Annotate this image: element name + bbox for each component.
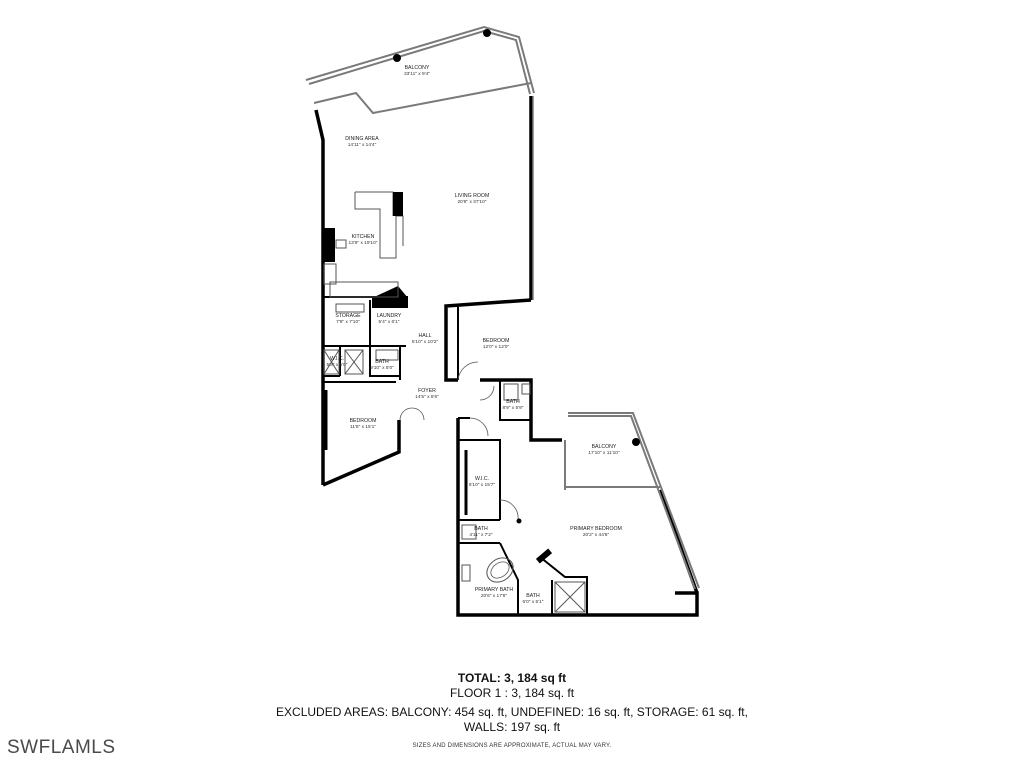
svg-text:5'4" x 6'1": 5'4" x 6'1": [379, 319, 400, 325]
total-label: TOTAL:: [457, 671, 501, 685]
tv-stand: [535, 548, 553, 564]
watermark-logo: SWFLAMLS: [7, 737, 116, 758]
room-label-wic-primary: W.I.C.6'10" x 15'7": [469, 476, 496, 488]
exterior-walls: [314, 96, 699, 617]
svg-text:PRIMARY BATH: PRIMARY BATH: [475, 587, 514, 593]
svg-text:17'10" x 11'10": 17'10" x 11'10": [588, 450, 620, 456]
svg-text:DINING AREA: DINING AREA: [345, 136, 379, 142]
svg-text:BATH: BATH: [375, 359, 389, 365]
svg-text:PRIMARY BEDROOM: PRIMARY BEDROOM: [570, 526, 622, 532]
svg-text:8'9" x 5'9": 8'9" x 5'9": [503, 405, 524, 411]
svg-text:14'5" x 8'6": 14'5" x 8'6": [415, 394, 439, 400]
svg-text:5'3" x 5'0": 5'3" x 5'0": [327, 362, 348, 368]
svg-text:LAUNDRY: LAUNDRY: [377, 313, 402, 319]
excluded-areas: EXCLUDED AREAS: BALCONY: 454 sq. ft, UND…: [276, 705, 748, 719]
svg-text:BEDROOM: BEDROOM: [350, 418, 377, 424]
svg-text:12'0" x 12'0": 12'0" x 12'0": [483, 344, 510, 350]
svg-text:5'10" x 10'2": 5'10" x 10'2": [412, 339, 439, 345]
bathtub-inner: [490, 561, 510, 579]
column-marker: [516, 518, 522, 524]
walls-area: WALLS: 197 sq. ft: [463, 720, 561, 734]
svg-text:LIVING ROOM: LIVING ROOM: [455, 193, 490, 199]
balcony-right-railing: [564, 412, 700, 590]
svg-text:7'8" x 7'10": 7'8" x 7'10": [336, 319, 360, 325]
svg-text:20'6" x 17'8": 20'6" x 17'8": [481, 593, 508, 599]
svg-text:20'8" x 37'10": 20'8" x 37'10": [458, 199, 487, 205]
svg-text:W.I.C.: W.I.C.: [330, 356, 344, 362]
svg-text:KITCHEN: KITCHEN: [352, 234, 375, 240]
svg-text:HALL: HALL: [419, 333, 432, 339]
bathtub: [486, 557, 514, 583]
svg-text:33'11" x 9'4": 33'11" x 9'4": [404, 71, 430, 77]
svg-text:BATH: BATH: [526, 593, 540, 599]
svg-text:BATH: BATH: [474, 526, 488, 532]
svg-text:9'10" x 5'0": 9'10" x 5'0": [370, 365, 394, 371]
svg-text:6'10" x 15'7": 6'10" x 15'7": [469, 482, 496, 488]
closet-shelving: [324, 390, 468, 515]
svg-text:14'11" x 14'4": 14'11" x 14'4": [348, 142, 377, 148]
column-marker: [632, 438, 640, 446]
svg-text:11'8" x 15'1": 11'8" x 15'1": [350, 424, 376, 430]
svg-text:4'11" x 7'2": 4'11" x 7'2": [469, 532, 493, 538]
svg-text:BATH: BATH: [506, 399, 520, 405]
room-label-wic-small: W.I.C.5'3" x 5'0": [327, 356, 348, 368]
column-marker: [483, 29, 491, 37]
interior-walls: [323, 296, 588, 615]
floor-area: FLOOR 1 : 3, 184 sq. ft: [449, 686, 575, 700]
svg-text:20'2" x 44'6": 20'2" x 44'6": [583, 532, 610, 538]
total-area: TOTAL: 3, 184 sq ft: [0, 671, 1024, 685]
svg-text:BEDROOM: BEDROOM: [483, 338, 510, 344]
svg-text:BALCONY: BALCONY: [405, 65, 430, 71]
door-swings: [399, 361, 519, 521]
svg-text:13'9" x 19'10": 13'9" x 19'10": [349, 240, 378, 246]
total-value: 3, 184 sq ft: [504, 671, 567, 685]
disclaimer: SIZES AND DIMENSIONS ARE APPROXIMATE, AC…: [412, 743, 612, 749]
svg-text:FOYER: FOYER: [418, 388, 436, 394]
svg-text:W.I.C.: W.I.C.: [475, 476, 489, 482]
bath-fixtures: [323, 349, 586, 613]
svg-text:BALCONY: BALCONY: [592, 444, 617, 450]
column-marker: [393, 54, 401, 62]
kitchen-fixtures: [323, 191, 404, 313]
svg-text:STORAGE: STORAGE: [335, 313, 361, 319]
svg-text:6'0" x 5'1": 6'0" x 5'1": [523, 599, 544, 605]
